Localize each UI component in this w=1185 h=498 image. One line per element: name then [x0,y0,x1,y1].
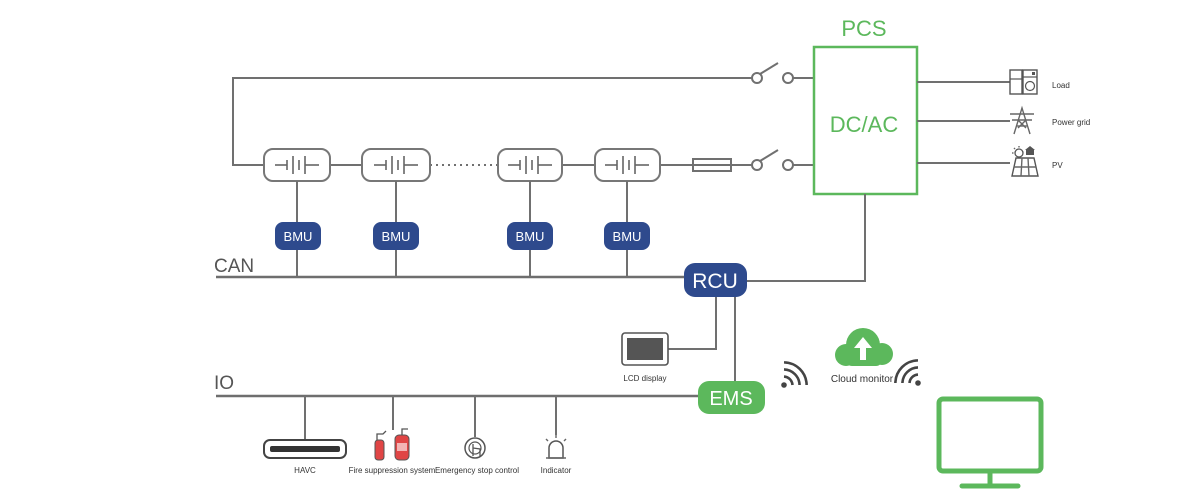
bmu-label: BMU [284,229,313,244]
pcs-title: PCS [841,16,886,41]
rcu-label: RCU [692,270,738,293]
rcu-wiring [668,297,736,384]
io-device-wiring [304,396,557,440]
power-grid-icon [1010,105,1034,135]
pcs-box [812,45,919,196]
indicator-icon [545,435,567,459]
indicator-label: Indicator [541,466,572,475]
load-label: Load [1052,81,1070,90]
cloud-upload-icon [835,328,893,366]
ems-box: EMS [698,381,765,414]
havc-icon [263,439,347,459]
lcd-display-icon [621,332,669,366]
monitor-icon [936,396,1044,489]
fire-extinguisher-icon [374,428,410,461]
bmu-tag-4: BMU [604,222,650,250]
battery-pack-3 [497,148,563,182]
pv-label: PV [1052,161,1063,170]
bmu-tag-1: BMU [275,222,321,250]
bmu-tag-2: BMU [373,222,419,250]
battery-pack-1 [263,148,331,182]
can-bus-label: CAN [214,256,254,277]
load-icon [1009,69,1038,95]
top-wiring [232,77,814,166]
fire-suppression-label: Fire suppression system [349,466,436,475]
bmu-label: BMU [613,229,642,244]
lcd-display-label: LCD display [623,374,666,383]
battery-pack-4 [594,148,661,182]
pcs-output-wiring [745,81,1010,282]
switch-lower [751,149,794,171]
havc-label: HAVC [294,466,316,475]
emergency-stop-icon [464,437,486,459]
bmu-label: BMU [382,229,411,244]
bmu-tag-3: BMU [507,222,553,250]
rcu-box: RCU [684,263,747,297]
battery-pack-2 [361,148,431,182]
bmu-wiring [296,181,628,277]
cloud-monitor-label: Cloud monitor [831,374,894,385]
io-bus-label: IO [214,373,234,394]
switch-upper [751,62,794,84]
fuse [692,158,732,172]
pcs-label: DC/AC [830,112,899,137]
wifi-signal-icon [781,361,808,388]
bmu-label: BMU [516,229,545,244]
pv-icon [1011,146,1039,177]
wifi-signal-icon [894,359,921,386]
power-grid-label: Power grid [1052,118,1090,127]
ems-label: EMS [709,388,752,410]
emergency-stop-label: Emergency stop control [435,466,519,475]
